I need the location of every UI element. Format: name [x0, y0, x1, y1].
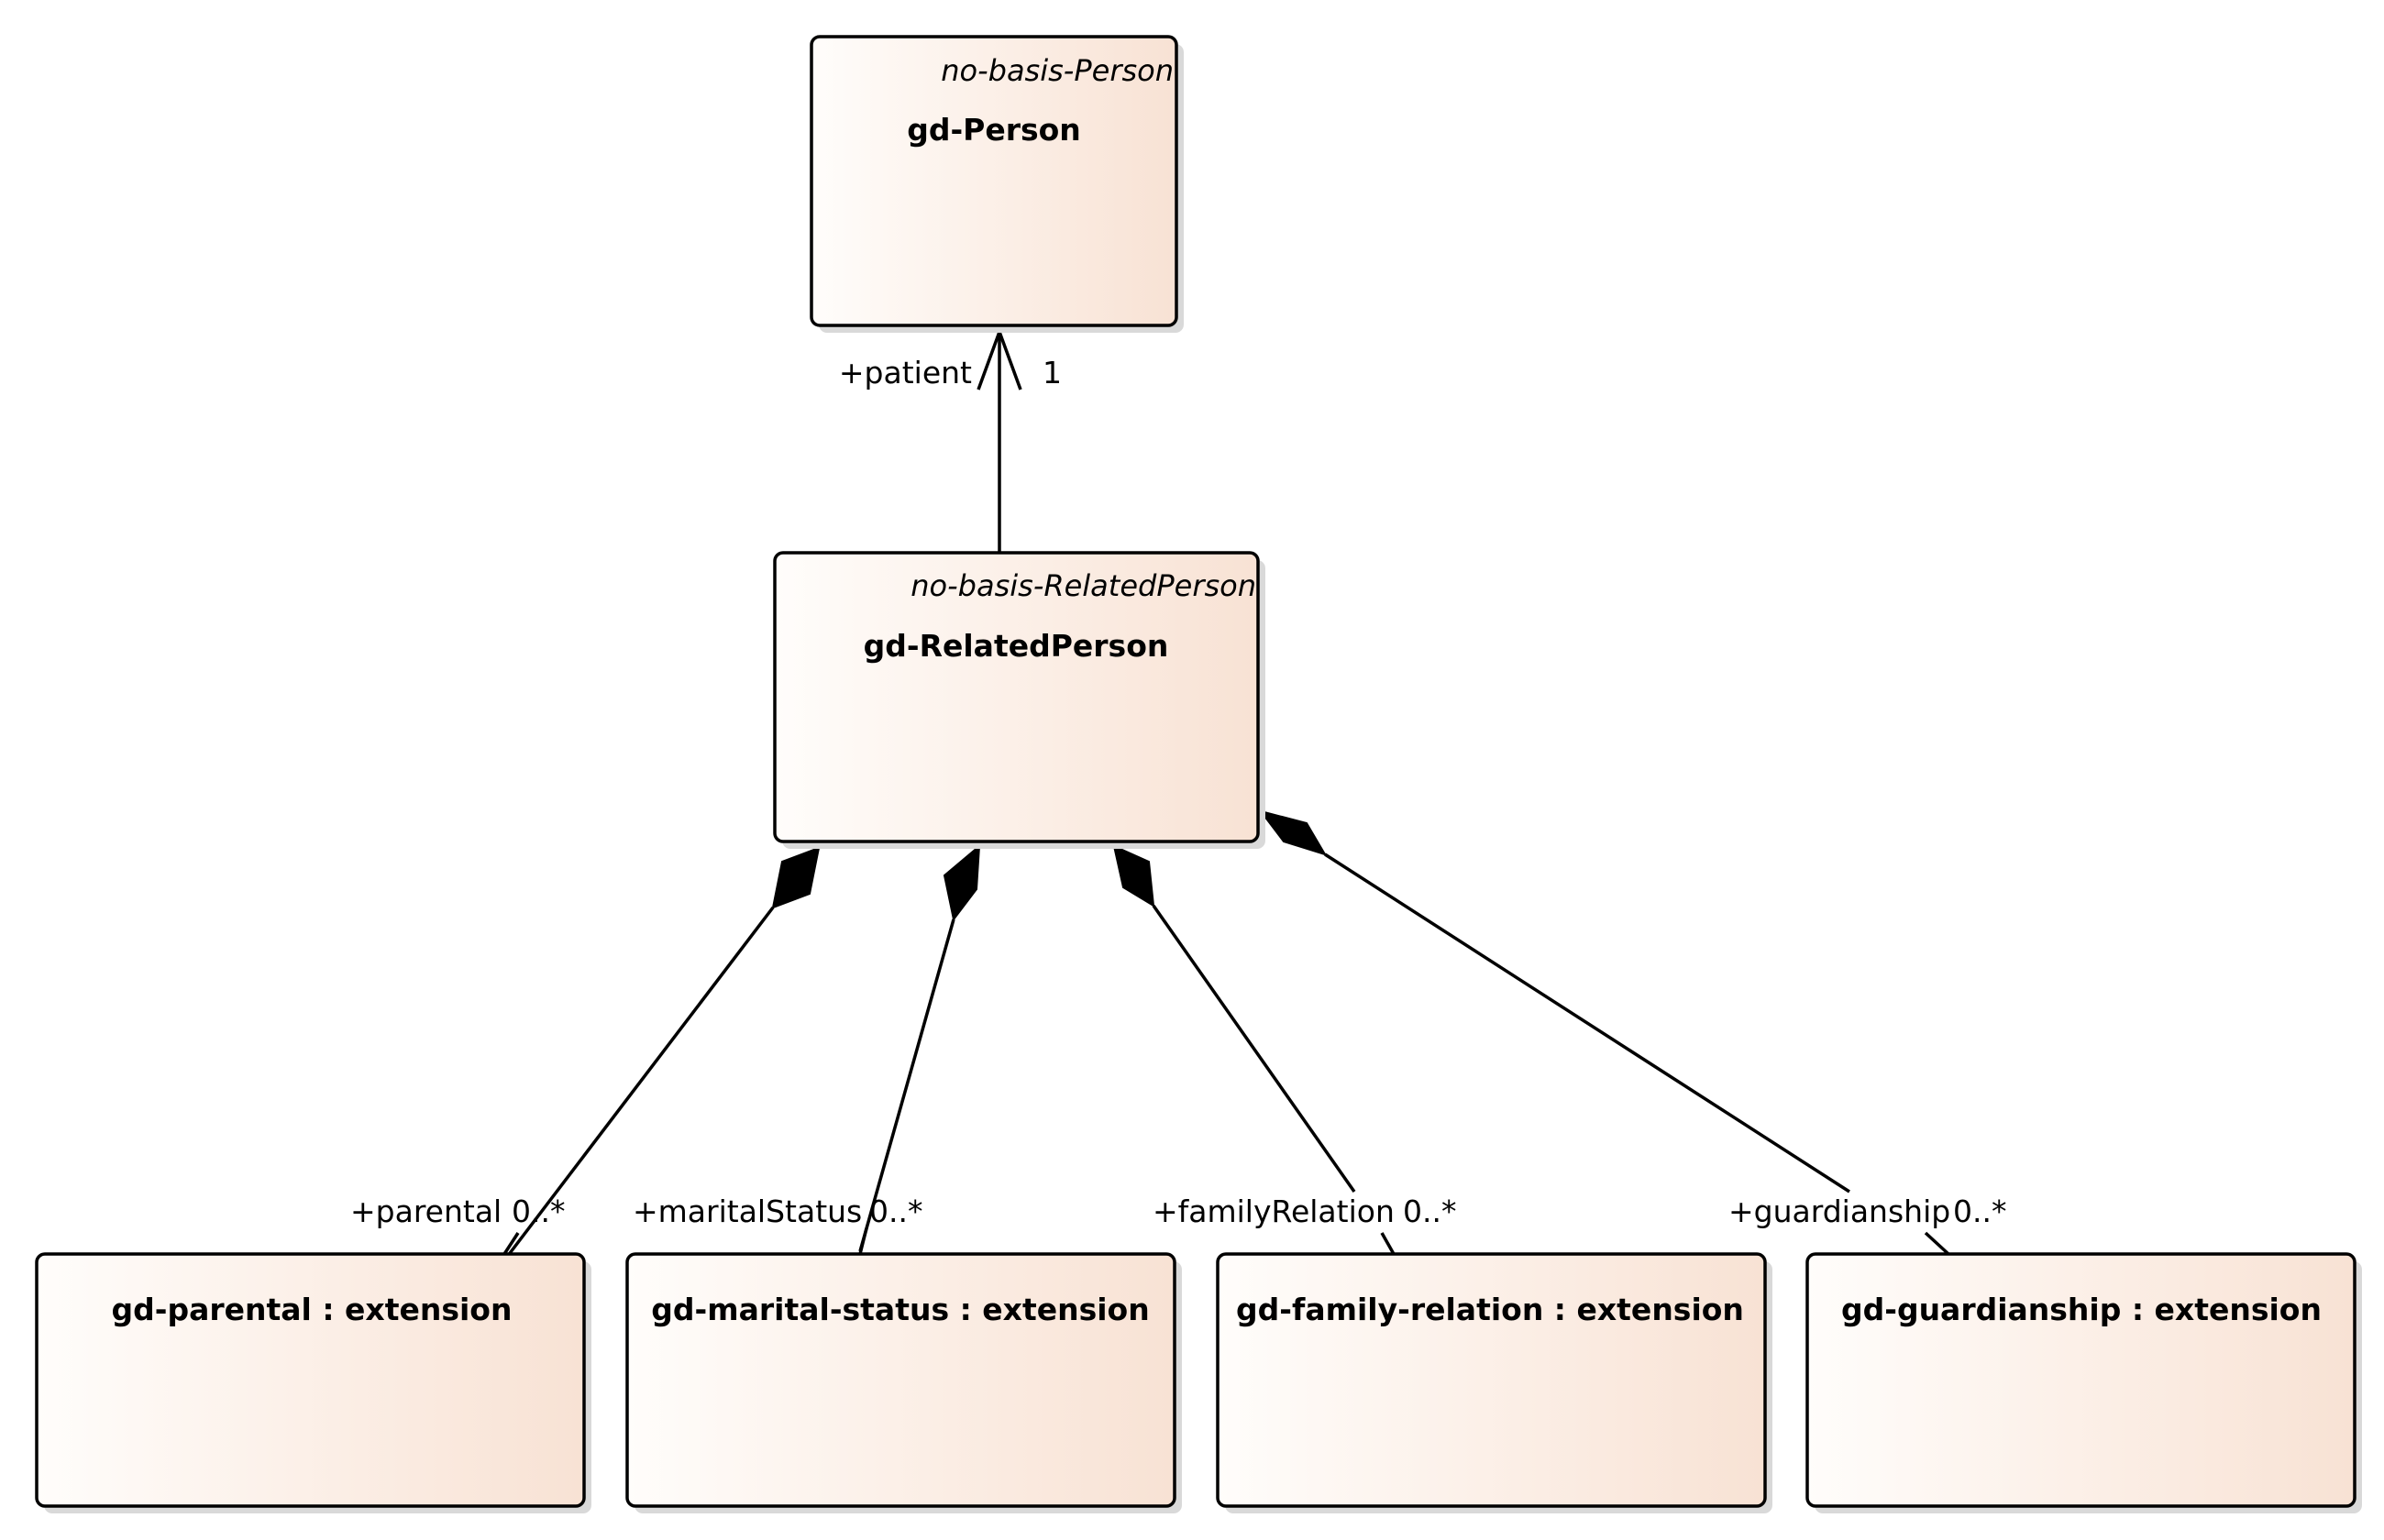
role-label: +maritalStatus — [633, 1194, 862, 1229]
label-family-relation: +familyRelation 0..* — [1153, 1194, 1456, 1229]
role-label: +patient — [839, 355, 972, 390]
association-patient[interactable] — [977, 326, 1022, 553]
composition-diamond — [1258, 809, 1328, 856]
class-name: gd-marital-status : extension — [651, 1292, 1149, 1327]
class-gd-person[interactable]: no-basis-Person gd-Person — [810, 35, 1184, 333]
role-label: +familyRelation — [1153, 1194, 1395, 1229]
class-name: gd-Person — [907, 112, 1081, 148]
multiplicity-label: 0..* — [869, 1194, 922, 1229]
multiplicity-label: 0..* — [512, 1194, 565, 1229]
class-name: gd-RelatedPerson — [864, 628, 1169, 664]
composition-parental[interactable] — [502, 846, 821, 1262]
class-gd-parental[interactable]: gd-parental : extension — [35, 1252, 591, 1513]
label-guardianship: +guardianship 0..* — [1728, 1194, 2006, 1229]
stereotype-label: no-basis-Person — [941, 53, 1174, 88]
role-label: +parental — [350, 1194, 502, 1229]
class-gd-relatedperson[interactable]: no-basis-RelatedPerson gd-RelatedPerson — [773, 551, 1265, 849]
class-gd-guardianship[interactable]: gd-guardianship : extension — [1805, 1252, 2362, 1513]
class-name: gd-guardianship : extension — [1841, 1292, 2322, 1327]
class-gd-marital-status[interactable]: gd-marital-status : extension — [625, 1252, 1182, 1513]
multiplicity-label: 0..* — [1403, 1194, 1456, 1229]
composition-diamond — [771, 846, 821, 909]
composition-family-relation[interactable] — [1112, 844, 1356, 1194]
connector-stubs — [502, 1227, 1950, 1256]
stereotype-label: no-basis-RelatedPerson — [911, 568, 1256, 603]
label-patient: +patient 1 — [839, 355, 1062, 390]
class-name: gd-family-relation : extension — [1236, 1292, 1744, 1327]
composition-diamond — [1112, 844, 1155, 908]
class-name: gd-parental : extension — [112, 1292, 513, 1327]
composition-marital-status[interactable] — [858, 843, 981, 1252]
composition-diamond — [943, 843, 981, 922]
multiplicity-label: 1 — [1043, 355, 1062, 390]
composition-guardianship[interactable] — [1258, 809, 1850, 1194]
multiplicity-label: 0..* — [1953, 1194, 2006, 1229]
label-marital-status: +maritalStatus 0..* — [633, 1194, 922, 1229]
label-parental: +parental 0..* — [350, 1194, 565, 1229]
role-label: +guardianship — [1728, 1194, 1950, 1229]
class-gd-family-relation[interactable]: gd-family-relation : extension — [1216, 1252, 1772, 1513]
